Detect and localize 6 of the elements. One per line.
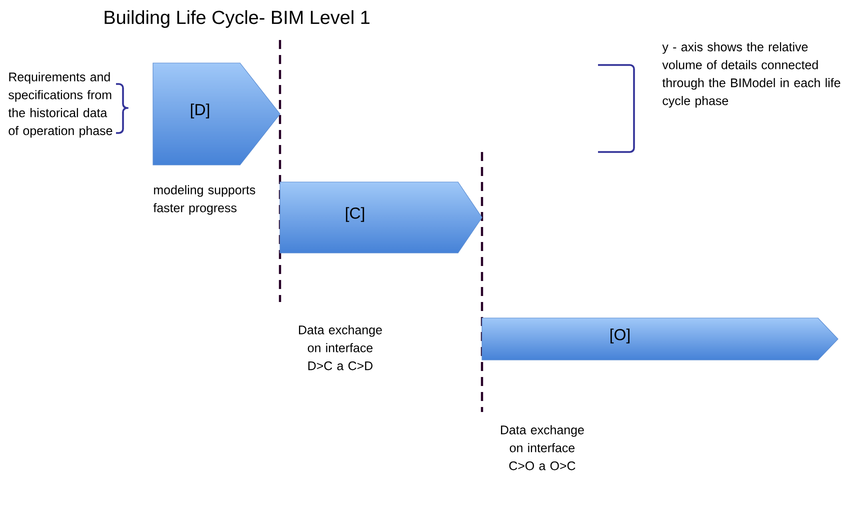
annotation-text: y - axis shows the relative volume of details connected through the BIModel in each life cycle phase [662, 42, 840, 108]
annotation-text: Requirements and specifications from the historical data of operation phase [8, 72, 112, 138]
annotation-text: modeling supports faster progress [153, 185, 256, 215]
annotation-text: Data exchange on interface D>C a C>D [299, 325, 382, 370]
title: Building Life Cycle- BIM Level 1 [104, 10, 370, 28]
annotation-text: Data exchange on interface C>O a O>C [501, 425, 584, 470]
